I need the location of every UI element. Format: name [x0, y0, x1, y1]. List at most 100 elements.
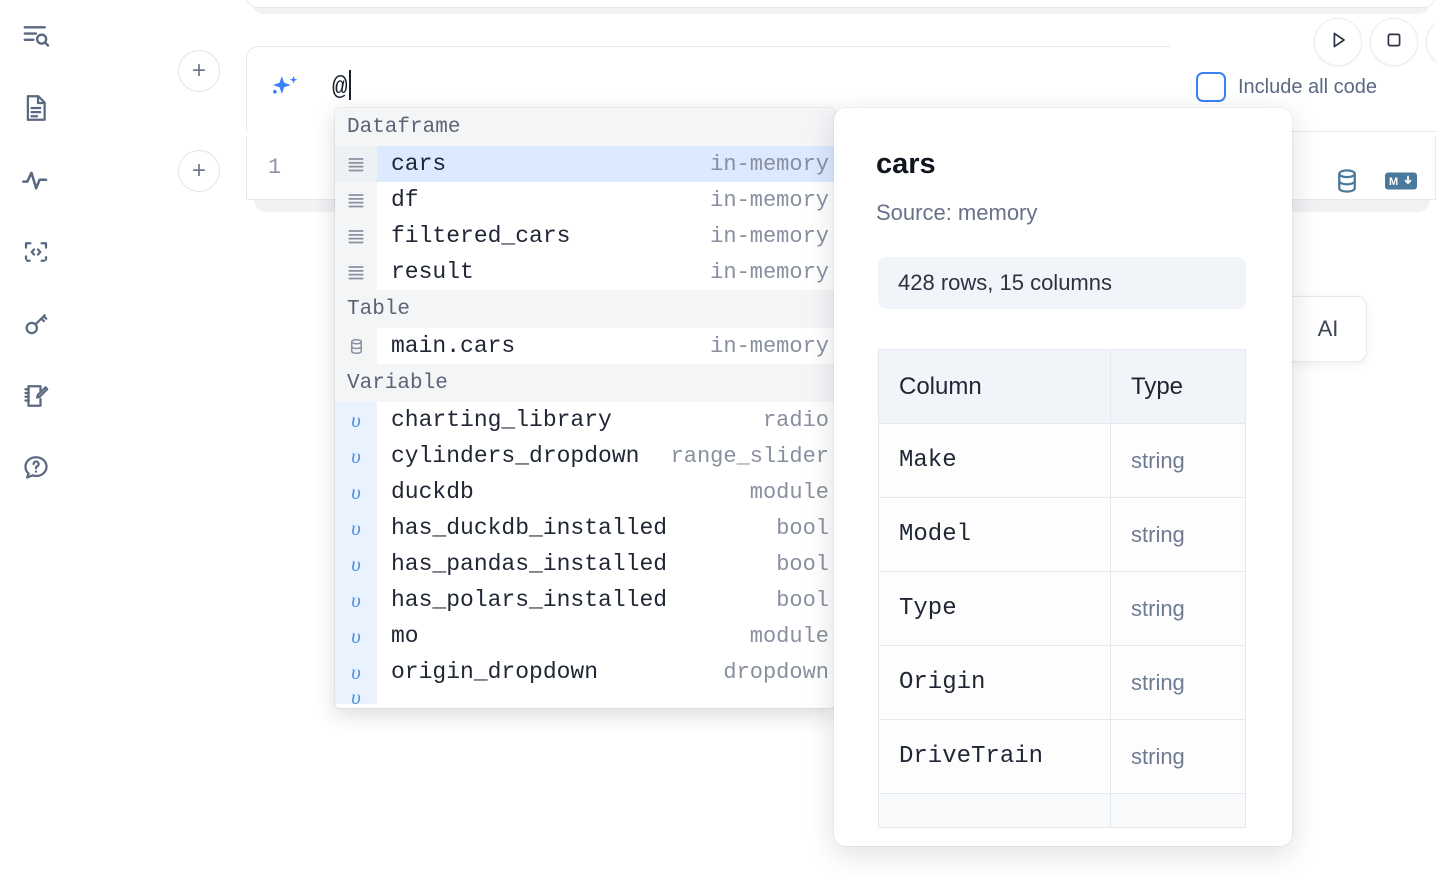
previous-cell: [246, 0, 1436, 8]
explorer-search-icon: [21, 21, 51, 51]
autocomplete-item-name: has_duckdb_installed: [391, 515, 668, 541]
dataframe-rows-icon: [335, 182, 377, 218]
autocomplete-item-name: mo: [391, 623, 419, 649]
doc-table-column-name: Origin: [878, 645, 1111, 720]
doc-title: cars: [876, 148, 936, 180]
sidebar-item-secrets[interactable]: [14, 302, 58, 346]
help-chat-icon: [21, 453, 51, 483]
doc-table-column-name: Make: [878, 423, 1111, 498]
autocomplete-group-header: Dataframe: [335, 108, 835, 146]
autocomplete-item-type: in-memory: [710, 187, 829, 213]
notebook-edit-icon: [21, 381, 51, 411]
variable-icon: υ: [335, 474, 377, 510]
markdown-icon[interactable]: M: [1384, 169, 1418, 198]
autocomplete-group-header: Table: [335, 290, 835, 328]
variable-icon: υ: [335, 510, 377, 546]
text-caret: [348, 70, 351, 100]
add-cell-above-button[interactable]: +: [178, 50, 220, 92]
autocomplete-item-type: module: [749, 623, 829, 649]
autocomplete-item-name: charting_library: [391, 407, 612, 433]
sidebar-item-help[interactable]: [14, 446, 58, 490]
svg-text:M: M: [1389, 176, 1398, 188]
add-cell-below-button[interactable]: +: [178, 150, 220, 192]
sidebar-item-activity[interactable]: [14, 158, 58, 202]
left-icon-rail: [0, 0, 72, 874]
autocomplete-item-type: dropdown: [723, 659, 829, 685]
key-icon: [21, 309, 51, 339]
autocomplete-item[interactable]: υ cylinders_dropdown range_slider: [335, 438, 835, 474]
ai-prompt-input[interactable]: @: [332, 70, 351, 102]
autocomplete-item-type: in-memory: [710, 333, 829, 359]
ai-card-label: AI: [1317, 316, 1339, 341]
autocomplete-group-header: Variable: [335, 364, 835, 402]
autocomplete-item-name: result: [391, 259, 474, 285]
stop-button[interactable]: [1370, 18, 1418, 66]
include-all-code-row[interactable]: Include all code: [1196, 72, 1377, 102]
autocomplete-item-type: module: [749, 479, 829, 505]
run-button[interactable]: [1314, 18, 1362, 66]
autocomplete-item[interactable]: df in-memory: [335, 182, 835, 218]
autocomplete-item-type: bool: [776, 587, 829, 613]
autocomplete-item-type: bool: [776, 551, 829, 577]
doc-table-column-name: DriveTrain: [878, 719, 1111, 794]
sidebar-item-snippets[interactable]: [14, 230, 58, 274]
doc-table-column-name: [878, 793, 1111, 828]
autocomplete-item-name: filtered_cars: [391, 223, 571, 249]
doc-table-column-name: Model: [878, 497, 1111, 572]
variable-icon: υ: [335, 582, 377, 618]
doc-table-header-cell: Type: [1110, 349, 1246, 424]
cell-action-icons: M: [1332, 166, 1418, 201]
code-snippet-icon: [21, 237, 51, 267]
autocomplete-item[interactable]: υ has_duckdb_installed bool: [335, 510, 835, 546]
plus-icon: +: [191, 157, 206, 184]
doc-table-column-type: string: [1110, 645, 1246, 720]
autocomplete-item-type: in-memory: [710, 259, 829, 285]
plus-icon: +: [191, 57, 206, 84]
documentation-popup: cars Source: memory 428 rows, 15 columns…: [834, 108, 1292, 846]
autocomplete-item[interactable]: υ: [335, 690, 835, 704]
sidebar-item-scratchpad[interactable]: [14, 374, 58, 418]
autocomplete-item-name: origin_dropdown: [391, 659, 599, 685]
document-icon: [21, 93, 51, 123]
sidebar-item-explorer[interactable]: [14, 14, 58, 58]
variable-icon: υ: [335, 438, 377, 474]
doc-table-header-cell: Column: [878, 349, 1111, 424]
autocomplete-item-type: bool: [776, 515, 829, 541]
variable-icon: υ: [335, 690, 377, 704]
autocomplete-item[interactable]: result in-memory: [335, 254, 835, 290]
sidebar-item-document[interactable]: [14, 86, 58, 130]
database-icon[interactable]: [1332, 166, 1362, 201]
autocomplete-item-name: df: [391, 187, 419, 213]
autocomplete-item-name: cylinders_dropdown: [391, 443, 640, 469]
ai-prompt-value: @: [332, 72, 348, 102]
autocomplete-item-type: radio: [762, 407, 829, 433]
autocomplete-item-type: in-memory: [710, 151, 829, 177]
doc-shape-badge: 428 rows, 15 columns: [878, 257, 1246, 309]
code-line-number: 1: [268, 155, 282, 180]
autocomplete-item-name: duckdb: [391, 479, 474, 505]
include-all-code-checkbox[interactable]: [1196, 72, 1226, 102]
doc-table-column-type: string: [1110, 423, 1246, 498]
doc-table-row-clipped: [878, 793, 1246, 828]
activity-pulse-icon: [20, 164, 52, 196]
autocomplete-item-type: range_slider: [670, 443, 829, 469]
doc-table-column-type: [1110, 793, 1246, 828]
ai-sparkles-icon: [266, 70, 304, 110]
variable-icon: υ: [335, 546, 377, 582]
